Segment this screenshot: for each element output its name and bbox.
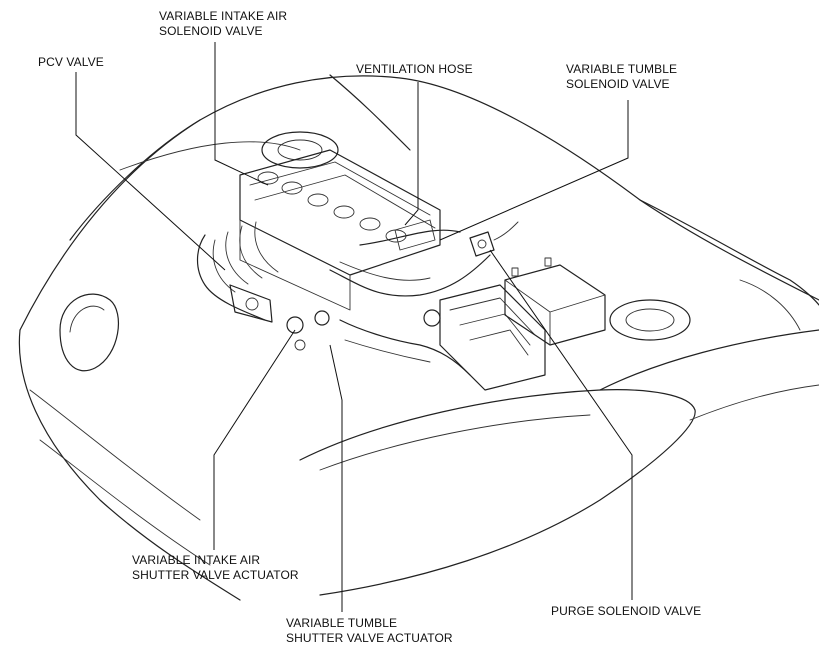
label-line: PCV VALVE (38, 55, 104, 69)
engine-block (196, 149, 606, 391)
label-ventilation-hose: VENTILATION HOSE (356, 62, 473, 77)
label-line: SOLENOID VALVE (159, 24, 263, 38)
car-body-outline (18, 74, 819, 601)
label-line: VARIABLE TUMBLE (286, 616, 398, 630)
label-variable-intake-air-shutter-valve-actuator: VARIABLE INTAKE AIR SHUTTER VALVE ACTUAT… (132, 553, 299, 583)
label-purge-solenoid-valve: PURGE SOLENOID VALVE (551, 604, 701, 619)
label-pcv-valve: PCV VALVE (38, 55, 104, 70)
label-line: PURGE SOLENOID VALVE (551, 604, 702, 618)
label-line: SOLENOID VALVE (566, 77, 670, 91)
label-line: VARIABLE INTAKE AIR (159, 9, 288, 23)
label-line: VARIABLE INTAKE AIR (132, 553, 261, 567)
leader-lines (75, 42, 633, 612)
label-variable-intake-air-solenoid-valve: VARIABLE INTAKE AIR SOLENOID VALVE (159, 9, 287, 39)
label-line: VENTILATION HOSE (356, 62, 473, 76)
label-line: SHUTTER VALVE ACTUATOR (286, 631, 453, 645)
label-variable-tumble-solenoid-valve: VARIABLE TUMBLE SOLENOID VALVE (566, 62, 677, 92)
label-line: VARIABLE TUMBLE (566, 62, 678, 76)
label-line: SHUTTER VALVE ACTUATOR (132, 568, 299, 582)
label-variable-tumble-shutter-valve-actuator: VARIABLE TUMBLE SHUTTER VALVE ACTUATOR (286, 616, 453, 646)
